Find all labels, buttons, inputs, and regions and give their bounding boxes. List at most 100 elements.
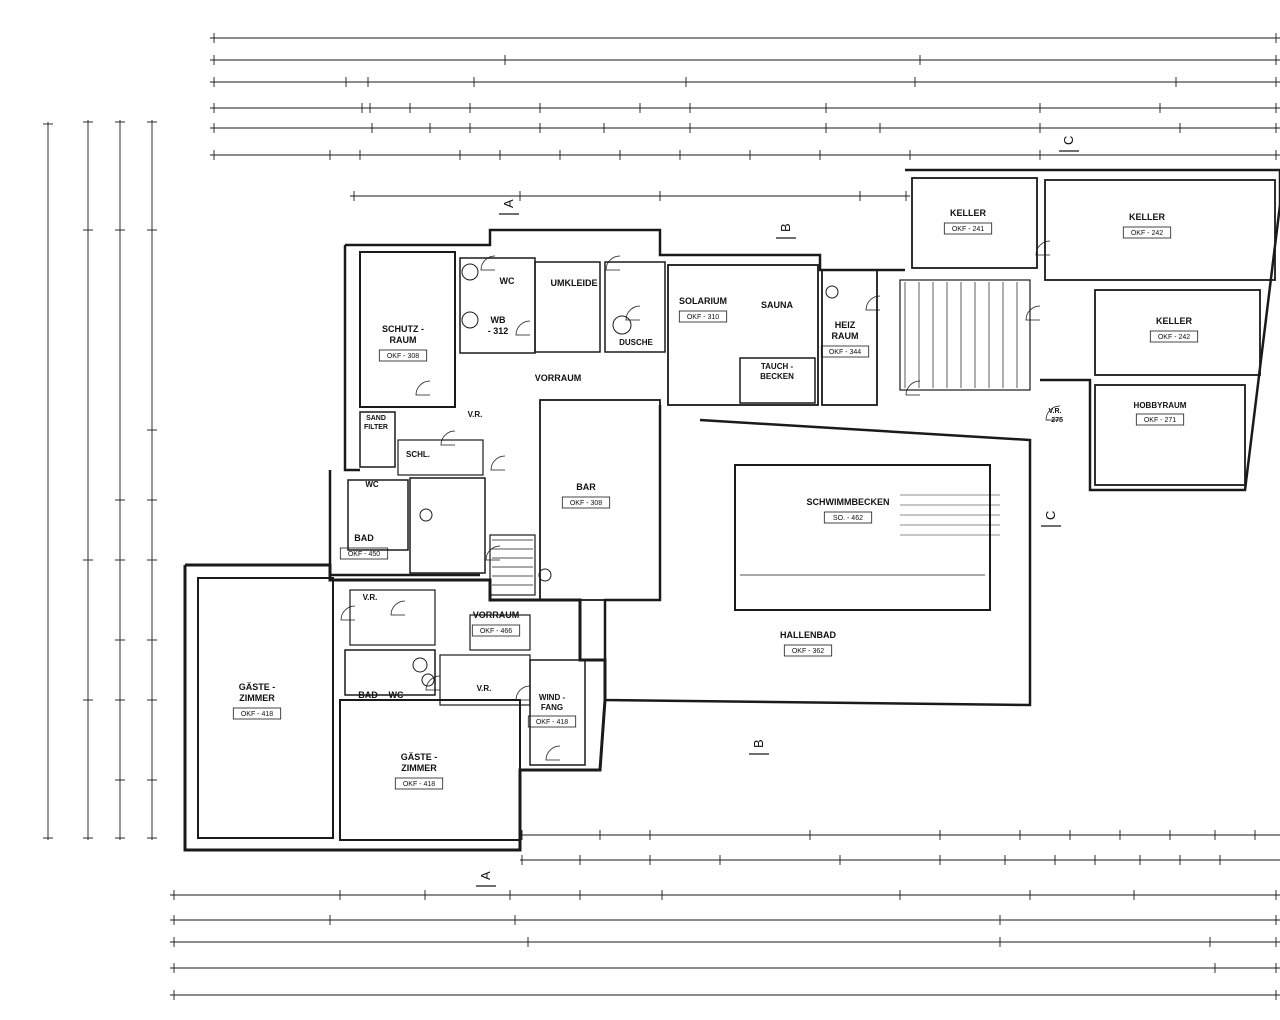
door-swing <box>390 600 406 616</box>
fixture <box>825 285 839 299</box>
wall <box>604 261 666 353</box>
wall <box>359 251 456 408</box>
wall <box>409 477 486 574</box>
wall <box>459 257 536 354</box>
room-label-hallenbad: HALLENBAD <box>780 630 836 640</box>
floor-level-tag: OKF - 362 <box>792 648 824 655</box>
room-label-vorraum-top: VORRAUM <box>535 373 582 383</box>
wall <box>905 168 1280 492</box>
floor-level-tag: OKF - 418 <box>241 711 273 718</box>
wall <box>397 439 484 476</box>
door-swing <box>340 605 356 621</box>
room-label-wc-mid: WC <box>365 480 379 489</box>
door-swing <box>425 675 441 691</box>
room-label-tauchbecken: BECKEN <box>760 372 794 381</box>
room-label-heizraum: RAUM <box>832 331 859 341</box>
floor-level-tag: OKF - 241 <box>952 226 984 233</box>
room-label-tauchbecken: TAUCH - <box>761 362 794 371</box>
okf-box <box>1135 413 1185 426</box>
okf-box <box>783 644 833 657</box>
room-label-keller2: KELLER <box>1129 212 1166 222</box>
door-swing <box>515 320 531 336</box>
wall <box>349 589 436 646</box>
wall <box>911 177 1038 269</box>
room-label-keller1: KELLER <box>950 208 987 218</box>
room-label-heizraum: HEIZ <box>835 320 856 330</box>
floor-level-tag: SO. - 462 <box>833 515 863 522</box>
section-mark: B <box>751 739 766 748</box>
okf-box <box>471 624 521 637</box>
wall <box>469 614 531 651</box>
room-label-vorraum-low: VORRAUM <box>473 610 520 620</box>
stair <box>489 534 536 596</box>
door-swing <box>1035 240 1051 256</box>
door-swing <box>1045 405 1061 421</box>
wall <box>343 245 360 472</box>
okf-box <box>527 715 577 728</box>
room-label-wc-top: WC <box>500 276 515 286</box>
wall <box>359 411 396 468</box>
room-label-windfang: FANG <box>541 703 563 712</box>
okf-box <box>232 707 282 720</box>
door-swing <box>485 545 501 561</box>
floor-level-tag: OKF - 450 <box>348 551 380 558</box>
okf-box <box>1149 330 1199 343</box>
wall <box>347 479 409 551</box>
room-label-vr-mid: V.R. <box>468 410 483 419</box>
room-label-gaeste1: ZIMMER <box>239 693 275 703</box>
okf-box <box>1122 226 1172 239</box>
floor-level-tag: OKF - 344 <box>829 349 861 356</box>
wall <box>339 699 521 841</box>
wall <box>1094 289 1261 376</box>
stair <box>899 279 1031 391</box>
room-label-windfang: WIND - <box>539 693 566 702</box>
door-swing <box>490 455 506 471</box>
room-label-gaeste1: GÄSTE - <box>239 682 276 692</box>
okf-box <box>561 496 611 509</box>
door-swing <box>480 255 496 271</box>
room-label-sauna: SAUNA <box>761 300 794 310</box>
okf-box <box>339 547 389 560</box>
room-label-gaeste2: GÄSTE - <box>401 752 438 762</box>
okf-box <box>823 511 873 524</box>
fixture <box>612 315 632 335</box>
room-label-schutzraum: SCHUTZ - <box>382 324 424 334</box>
room-label-dusche: DUSCHE <box>619 338 653 347</box>
fixture <box>538 568 552 582</box>
section-mark: C <box>1043 511 1058 520</box>
floor-level-tag: OKF - 242 <box>1158 334 1190 341</box>
wall <box>1094 384 1246 486</box>
door-swing <box>905 380 921 396</box>
plan-linework <box>43 33 1280 1000</box>
door-swing <box>865 295 881 311</box>
pool <box>734 464 991 611</box>
okf-box <box>378 349 428 362</box>
room-label-schwimmbecken: SCHWIMMBECKEN <box>807 497 890 507</box>
wall <box>1044 179 1276 281</box>
room-label-wb: - 312 <box>488 326 509 336</box>
fixture <box>419 508 433 522</box>
fixture <box>421 673 435 687</box>
room-label-wc-low: WC <box>389 690 404 700</box>
wall <box>667 264 819 406</box>
room-label-vr-right: V.R. <box>1049 408 1062 415</box>
section-mark: B <box>778 223 793 232</box>
wall <box>344 649 436 696</box>
room-label-vr-left: V.R. <box>363 593 378 602</box>
room-label-keller3: KELLER <box>1156 316 1193 326</box>
room-label-schutzraum: RAUM <box>390 335 417 345</box>
room-label-schl: SCHL. <box>406 450 430 459</box>
floor-level-tag: OKF - 242 <box>1131 230 1163 237</box>
wall <box>197 577 334 839</box>
door-swing <box>625 305 641 321</box>
section-mark: C <box>1061 136 1076 145</box>
wall <box>739 357 816 404</box>
room-label-vr-right: - 275 <box>1047 417 1063 424</box>
fixture <box>461 311 479 329</box>
room-label-sandfilter: FILTER <box>364 424 388 431</box>
wall <box>603 405 1032 707</box>
room-label-solarium: SOLARIUM <box>679 296 727 306</box>
door-swing <box>545 745 561 761</box>
